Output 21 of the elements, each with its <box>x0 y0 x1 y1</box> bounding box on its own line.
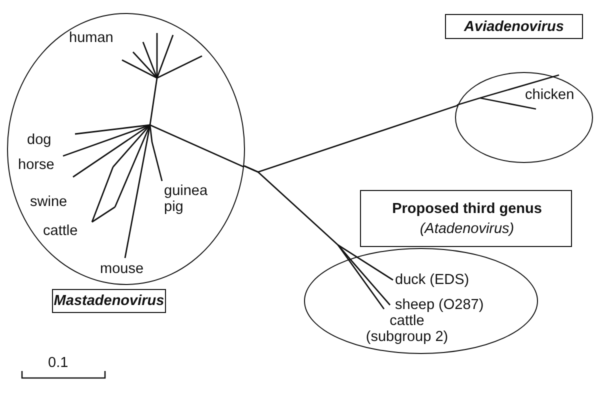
genus-label: Mastadenovirus <box>52 289 166 313</box>
clade-ellipse <box>304 248 538 354</box>
genus-heading: Proposed third genus <box>391 201 543 217</box>
taxon-label: human <box>69 30 114 46</box>
taxon-label: cattle (subgroup 2) <box>364 313 450 345</box>
genus-box <box>360 190 572 247</box>
genus-label: Aviadenovirus <box>445 14 583 39</box>
taxon-label: mouse <box>100 261 144 277</box>
taxon-label: duck (EDS) <box>395 272 470 288</box>
clade-ellipse <box>7 13 245 285</box>
tree-branch <box>244 165 351 260</box>
taxon-label: swine <box>30 194 68 210</box>
taxon-label: dog <box>27 132 52 148</box>
taxon-label: sheep (O287) <box>395 297 484 313</box>
clade-ellipse <box>455 72 593 163</box>
taxon-label: guinea pig <box>164 183 209 215</box>
scale-label: 0.1 <box>48 355 68 371</box>
taxon-label: horse <box>18 157 54 173</box>
taxon-label: cattle <box>43 223 78 239</box>
genus-name: (Atadenovirus) <box>418 221 516 237</box>
taxon-label: chicken <box>525 87 574 103</box>
